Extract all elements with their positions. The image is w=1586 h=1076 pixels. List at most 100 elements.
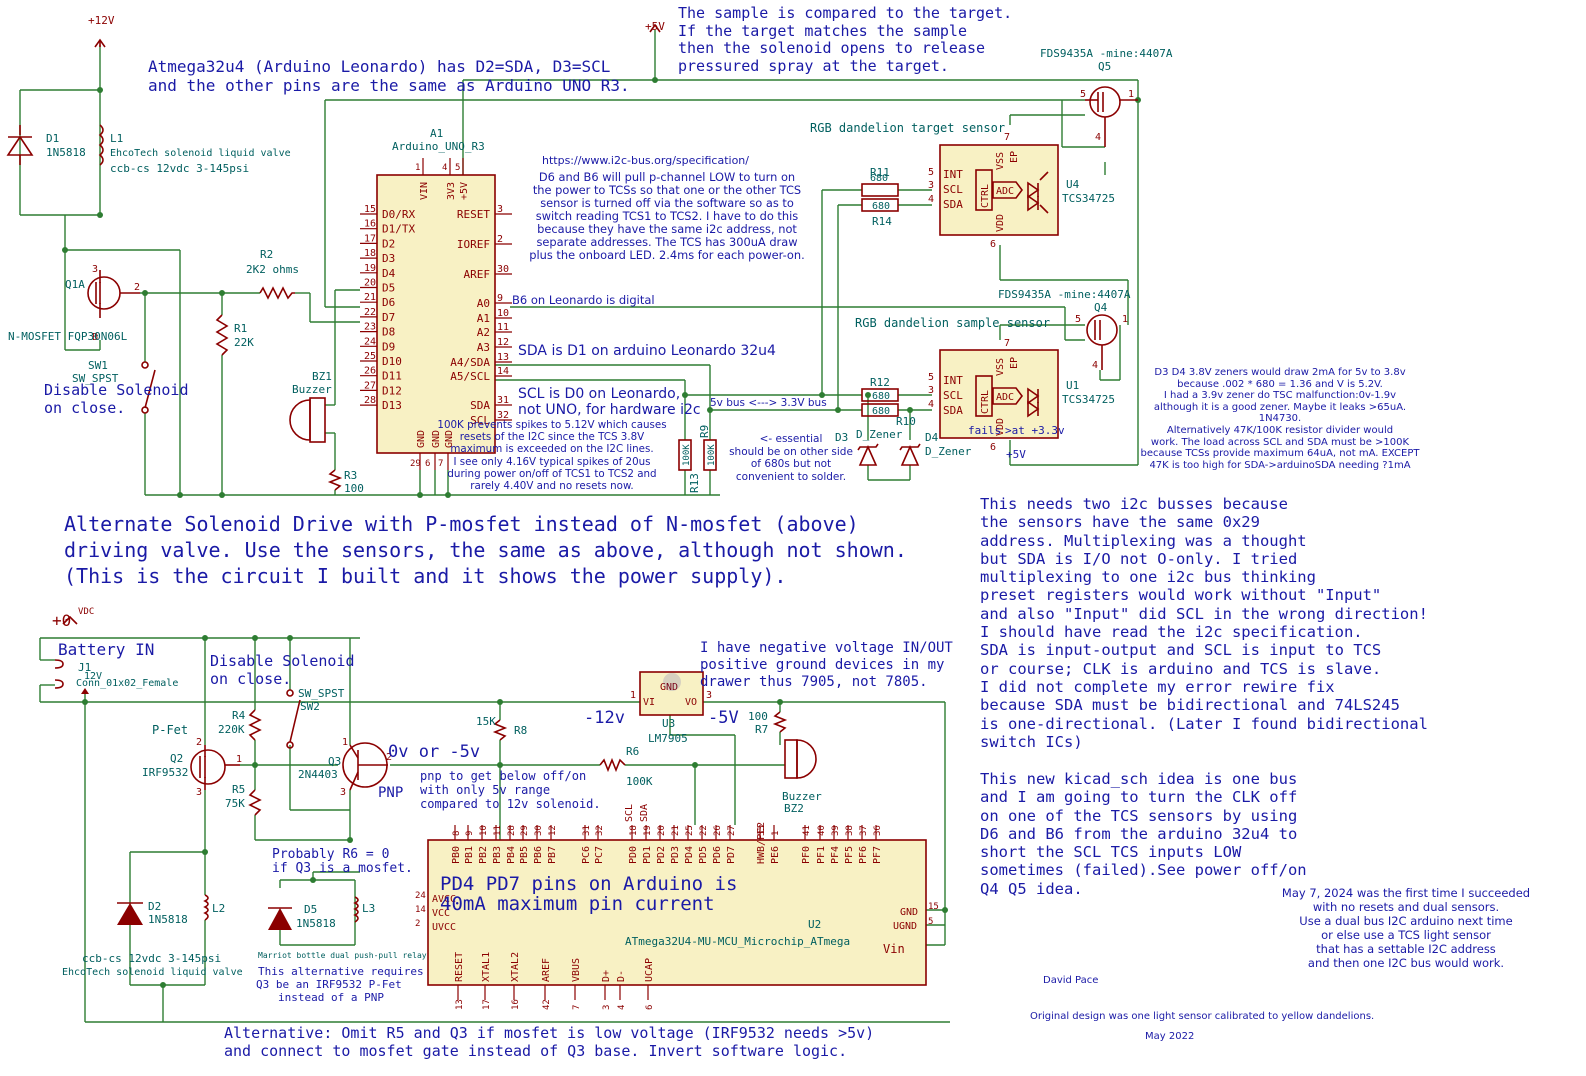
- power-12v-label: +12V: [88, 14, 115, 27]
- d1-ref: D1: [46, 132, 59, 145]
- q4-value: FDS9435A -mine:4407A: [998, 288, 1131, 301]
- svg-text:1: 1: [1128, 89, 1134, 100]
- power-vdc-label: VDC: [78, 607, 94, 617]
- bz1-value: Buzzer: [292, 383, 332, 396]
- transistor-q3: 1 3 2 Q3 2N4403 PNP: [298, 737, 403, 801]
- pnp-note-1: pnp to get below off/on: [420, 769, 586, 783]
- svg-text:SDA: SDA: [639, 804, 650, 822]
- u2-pin-label: PB6: [533, 846, 544, 864]
- arduino-pin-number: 12: [497, 337, 509, 348]
- at33-note: >at +3.3v: [1005, 424, 1065, 437]
- u2-pin-number: 28: [507, 825, 517, 836]
- svg-text:24: 24: [415, 891, 426, 901]
- l2-ref: L2: [212, 902, 225, 915]
- bottom-junctions: [82, 635, 948, 988]
- svg-text:100K: 100K: [682, 444, 692, 466]
- svg-text:Vin: Vin: [883, 942, 905, 956]
- l3-ref: L3: [362, 902, 375, 915]
- svg-text:5: 5: [1075, 314, 1081, 325]
- svg-text:680: 680: [872, 391, 890, 402]
- v-neg5-label: -5V: [708, 708, 739, 728]
- svg-text:680: 680: [872, 201, 890, 212]
- arduino-pin-label: D0/RX: [382, 208, 415, 221]
- u2-pin-number: 17: [482, 999, 492, 1010]
- u2-pin-number: 16: [511, 999, 521, 1010]
- u2-pin-label: PD3: [670, 846, 681, 864]
- mcu-u2: PB08PB19PB210PB311PB428PB529PB630PB712PC…: [415, 804, 939, 1010]
- j1-ref: J1: [78, 661, 91, 674]
- svg-text:CTRL: CTRL: [980, 184, 991, 208]
- u2-pin-number: 31: [582, 825, 592, 836]
- sample-sensor-title: RGB dandelion sample sensor: [855, 316, 1050, 330]
- svg-text:2: 2: [415, 919, 420, 929]
- arduino-pin-number: 25: [364, 351, 376, 362]
- u2-pin-label: PB4: [506, 846, 517, 864]
- u2-pin-number: 32: [595, 825, 605, 836]
- d6-b6-note: D6 and B6 will pull p-channel LOW to tur…: [529, 170, 805, 262]
- zener-d3: D3 D_Zener: [835, 428, 903, 466]
- q2-value: IRF9532: [142, 766, 188, 779]
- svg-text:VSS: VSS: [995, 358, 1006, 376]
- arduino-pin-number: 19: [364, 263, 376, 274]
- u2-pin-number: 40: [817, 825, 827, 836]
- bz1-ref: BZ1: [312, 370, 332, 383]
- svg-text:1: 1: [1122, 314, 1128, 325]
- power-5v-label: +5V: [645, 20, 665, 33]
- alt-req-2: Q3 be an IRF9532 P-Fet: [256, 978, 402, 991]
- sw2-note-1: Disable Solenoid: [210, 652, 355, 670]
- arduino-pin-label: A5/SCL: [450, 370, 490, 383]
- d5-ref: D5: [304, 903, 317, 916]
- arduino-pin-label: GND: [431, 430, 442, 448]
- svg-text:B: B: [92, 332, 98, 343]
- b6-note: B6 on Leonardo is digital: [512, 293, 655, 307]
- spikes-note: 100K prevents spikes to 5.12V which caus…: [437, 419, 667, 493]
- u2-pin-number: 1: [771, 831, 781, 836]
- resistor-r8: R8 15K: [476, 715, 527, 741]
- author: David Pace: [1043, 975, 1099, 986]
- alternate-drive-note: Alternate Solenoid Drive with P-mosfet i…: [64, 512, 907, 588]
- arduino-pin-label: 3V3: [446, 182, 457, 200]
- u2-pin-label: PC7: [594, 846, 605, 864]
- bz2-label: Buzzer: [782, 790, 822, 803]
- connector-j1: Battery IN J1 12V Conn_01x02_Female: [54, 640, 178, 694]
- d2-value: 1N5818: [148, 913, 188, 926]
- arduino-pin-number: 5: [455, 163, 460, 173]
- i2c-spec-link[interactable]: https://www.i2c-bus.org/specification/: [542, 154, 749, 167]
- d3-value: D_Zener: [856, 428, 903, 441]
- u2-pin-label: D-: [616, 970, 627, 982]
- u2-pin-number: 10: [479, 825, 489, 836]
- r6-value: 100K: [626, 775, 653, 788]
- arduino-pin-number: 29: [410, 459, 421, 469]
- u2-pin-label: PD2: [656, 846, 667, 864]
- svg-text:SCL: SCL: [943, 389, 963, 402]
- mosfet-q1: 3 2 B Q1A N-MOSFET FQP30N06L: [8, 264, 140, 343]
- r4-ref: R4: [232, 709, 246, 722]
- svg-text:2: 2: [386, 752, 392, 763]
- arduino-pin-number: 28: [364, 395, 376, 406]
- svg-text:ADC: ADC: [996, 392, 1014, 403]
- r14-ref: R14: [872, 215, 892, 228]
- u2-pin-number: 29: [520, 825, 530, 836]
- u2-value: ATmega32U4-MU-MCU_Microchip_ATmega: [625, 935, 850, 948]
- svg-text:5: 5: [928, 917, 933, 927]
- arduino-pin-label: D11: [382, 370, 402, 383]
- q2-ref: Q2: [170, 752, 183, 765]
- u2-pin-label: PB5: [519, 846, 530, 864]
- svg-text:680: 680: [872, 406, 890, 417]
- r1-ref: R1: [234, 322, 247, 335]
- arduino-pin-label: A2: [477, 326, 490, 339]
- arduino-pin-number: 4: [442, 163, 447, 173]
- r11-ref: R11: [870, 166, 890, 179]
- power-0-label: +0: [52, 611, 71, 630]
- svg-text:100K: 100K: [707, 444, 717, 466]
- resistor-r3: R3 100: [327, 469, 364, 495]
- arduino-pin-label: D6: [382, 296, 395, 309]
- arduino-pin-label: D7: [382, 311, 395, 324]
- svg-text:7: 7: [1004, 132, 1010, 143]
- arduino-pin-number: 14: [497, 366, 509, 377]
- u2-pin-label: PD4: [684, 846, 695, 864]
- diode-d2: D2 1N5818: [117, 900, 188, 926]
- sw1-note-2: on close.: [44, 399, 125, 417]
- svg-text:3: 3: [706, 690, 712, 701]
- u2-pin-label: PF1: [816, 846, 827, 864]
